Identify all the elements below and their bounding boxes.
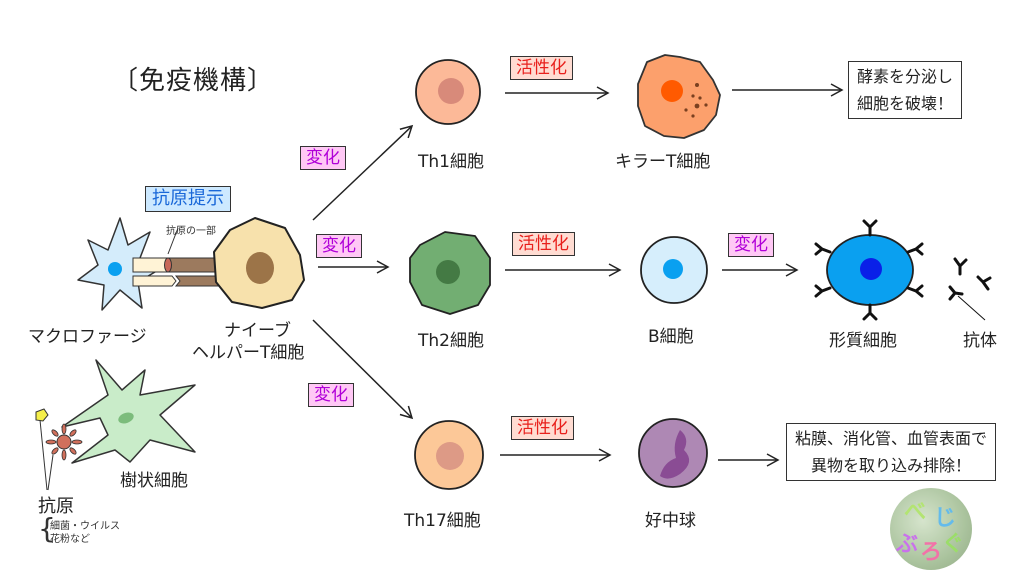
- page-title: 〔免疫機構〕: [112, 66, 275, 96]
- antigen-example-1: 細菌・ウイルス: [50, 521, 120, 532]
- killer-t-label: キラーT細胞: [615, 152, 711, 172]
- b-cell-label: B細胞: [648, 327, 694, 347]
- change-tag-th1: 変化: [300, 146, 346, 170]
- th2-cell: [409, 231, 491, 315]
- neutrophil-outcome-box: 粘膜、消化管、血管表面で 異物を取り込み排除！: [786, 423, 997, 481]
- killer-t-cell: [637, 54, 721, 139]
- antigen-brace: {: [38, 512, 56, 545]
- logo-char-4: ろ: [920, 540, 943, 565]
- plasma-cell: [814, 219, 924, 321]
- antigen-presentation-link: [132, 227, 222, 287]
- th2-label: Th2細胞: [418, 331, 484, 351]
- logo-char-3: ぶ: [896, 532, 919, 557]
- macrophage-cell: [77, 217, 156, 311]
- arrow-naive-to-th1: [312, 124, 414, 221]
- th17-label: Th17細胞: [404, 511, 481, 531]
- antibodies: [948, 257, 992, 321]
- naive-label-line1: ナイーブ: [224, 321, 291, 341]
- change-tag-plasma: 変化: [728, 233, 774, 257]
- killer-outcome-line1: 酵素を分泌し: [857, 67, 954, 86]
- arrow-naive-to-th17: [312, 319, 414, 420]
- naive-label-line2: ヘルパーT細胞: [192, 343, 305, 363]
- antigen-pathogen: [35, 408, 83, 491]
- change-tag-th17: 変化: [308, 383, 354, 407]
- dendritic-label: 樹状細胞: [120, 471, 188, 491]
- th17-cell: [414, 420, 484, 490]
- th1-label: Th1細胞: [418, 152, 484, 172]
- antigen-part-label: 抗原の一部: [166, 226, 216, 237]
- neutrophil-cell: [638, 418, 708, 488]
- plasma-cell-label: 形質細胞: [829, 331, 897, 351]
- killer-outcome-box: 酵素を分泌し 細胞を破壊！: [848, 61, 963, 119]
- activate-tag-killer: 活性化: [510, 56, 573, 80]
- site-logo: べ じ ぶ ろ ぐ: [890, 488, 972, 570]
- killer-outcome-line2: 細胞を破壊！: [857, 94, 954, 113]
- th1-cell: [415, 59, 481, 125]
- logo-char-1: べ: [904, 500, 927, 525]
- logo-char-2: じ: [934, 506, 957, 531]
- activate-tag-neutrophil: 活性化: [511, 416, 574, 440]
- antigen-presentation-tag: 抗原提示: [145, 186, 231, 212]
- antigen-example-2: 花粉など: [50, 534, 90, 545]
- b-cell: [640, 236, 708, 304]
- antigen-label: 抗原: [38, 496, 74, 517]
- neutrophil-outcome-line2: 異物を取り込み排除！: [811, 456, 972, 475]
- logo-char-5: ぐ: [942, 532, 965, 557]
- dendritic-cell: [61, 359, 196, 464]
- naive-helper-t-cell: [213, 217, 305, 309]
- activate-tag-b: 活性化: [512, 232, 575, 256]
- neutrophil-outcome-line1: 粘膜、消化管、血管表面で: [795, 429, 988, 448]
- macrophage-label: マクロファージ: [28, 327, 147, 347]
- change-tag-th2: 変化: [316, 234, 362, 258]
- neutrophil-label: 好中球: [645, 511, 696, 531]
- antibody-label: 抗体: [963, 331, 997, 351]
